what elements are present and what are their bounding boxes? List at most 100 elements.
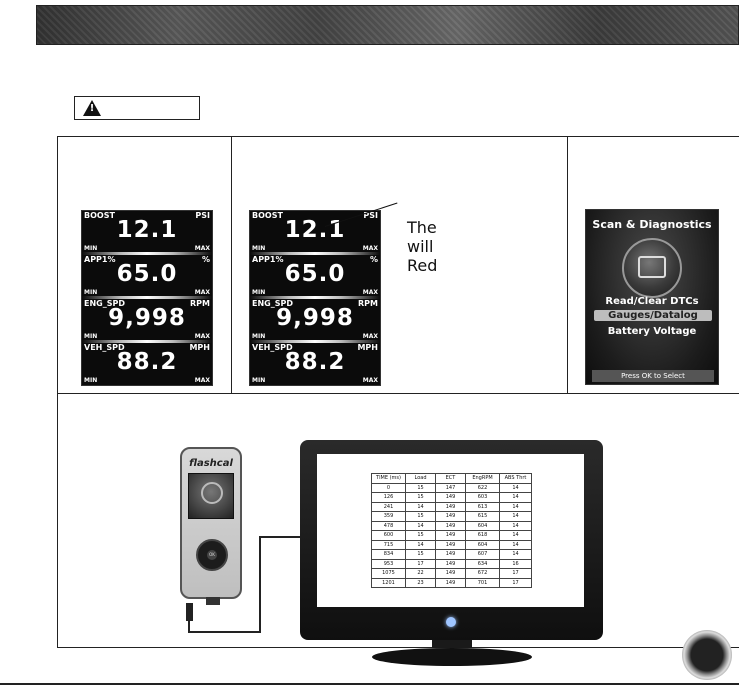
- datalog-cell: 23: [405, 577, 436, 588]
- datalog-cell: 149: [435, 539, 466, 550]
- gauge-app: APP1% % 65.0 MIN MAX: [82, 255, 212, 299]
- gauge-label: APP1%: [84, 255, 116, 264]
- gauge-unit: PSI: [363, 211, 378, 220]
- datalog-cell: 359: [371, 511, 406, 522]
- datalog-cell: 22: [405, 568, 436, 579]
- gauge-min: MIN: [252, 377, 266, 384]
- datalog-cell: 618: [465, 530, 500, 541]
- datalog-cell: 14: [499, 549, 532, 560]
- datalog-cell: 15: [405, 549, 436, 560]
- datalog-cell: 613: [465, 501, 500, 512]
- gauge-value: 65.0: [284, 261, 346, 287]
- gauge-min: MIN: [84, 245, 98, 252]
- gauge-glow: [250, 296, 380, 299]
- datalog-cell: 149: [435, 577, 466, 588]
- monitor-neck: [432, 640, 472, 648]
- gauge-label: VEH_SPD: [252, 343, 293, 352]
- scan-footer-hint: Press OK to Select: [592, 370, 714, 382]
- datalog-cell: 607: [465, 549, 500, 560]
- gauge-glow: [82, 340, 212, 343]
- datalog-cell: 147: [435, 482, 466, 493]
- cable-segment: [259, 536, 301, 538]
- gauge-value: 12.1: [284, 217, 346, 243]
- gauge-label: BOOST: [84, 211, 115, 220]
- warning-label-box: !: [74, 96, 200, 120]
- datalog-cell: 15: [405, 492, 436, 503]
- datalog-header: Load: [405, 473, 436, 484]
- datalog-header: ECT: [435, 473, 466, 484]
- corner-knob-icon: [682, 630, 732, 680]
- gauge-max: MAX: [194, 289, 210, 296]
- datalog-cell: 17: [405, 558, 436, 569]
- gauge-max: MAX: [194, 245, 210, 252]
- datalog-cell: 15: [405, 511, 436, 522]
- datalog-cell: 604: [465, 520, 500, 531]
- gauge-app: APP1% % 65.0 MIN MAX: [250, 255, 380, 299]
- device-dpad[interactable]: OK: [196, 539, 228, 571]
- gauge-glow: [250, 252, 380, 255]
- gauge-max: MAX: [194, 377, 210, 384]
- gauge-value: 9,998: [108, 305, 186, 331]
- datalog-cell: 14: [499, 530, 532, 541]
- header-banner: [36, 5, 739, 45]
- gauge-max: MAX: [194, 333, 210, 340]
- datalog-cell: 14: [499, 520, 532, 531]
- datalog-cell: 634: [465, 558, 500, 569]
- device-emblem-icon: [201, 482, 223, 504]
- datalog-cell: 14: [499, 482, 532, 493]
- grid-divider-2: [567, 136, 568, 393]
- datalog-cell: 14: [499, 511, 532, 522]
- gauge-max: MAX: [362, 289, 378, 296]
- monitor-stand: [372, 648, 532, 666]
- engine-emblem-icon: [622, 238, 682, 298]
- datalog-cell: 149: [435, 520, 466, 531]
- figure-grid: [57, 136, 739, 648]
- gauge-max: MAX: [362, 245, 378, 252]
- menu-item-gauges-datalog[interactable]: Gauges/Datalog: [594, 310, 712, 321]
- gauge-min: MIN: [84, 377, 98, 384]
- gauge-glow: [82, 296, 212, 299]
- datalog-header: EngRPM: [465, 473, 500, 484]
- datalog-cell: 15: [405, 482, 436, 493]
- gauge-label: ENG_SPD: [252, 299, 293, 308]
- gauge-unit: MPH: [189, 343, 210, 352]
- datalog-cell: 14: [405, 520, 436, 531]
- gauge-min: MIN: [84, 289, 98, 296]
- device-screen: [188, 473, 234, 519]
- gauge-value: 65.0: [116, 261, 178, 287]
- scan-diagnostics-screen: Scan & Diagnostics Read/Clear DTCs Gauge…: [585, 209, 719, 385]
- datalog-header: TIME (ms): [371, 473, 406, 484]
- cable-segment: [188, 620, 190, 632]
- datalog-cell: 149: [435, 558, 466, 569]
- grid-divider-row: [57, 393, 739, 394]
- datalog-cell: 241: [371, 501, 406, 512]
- gauge-label: ENG_SPD: [84, 299, 125, 308]
- usb-plug-icon: [186, 603, 193, 621]
- gauge-unit: PSI: [195, 211, 210, 220]
- gauge-boost: BOOST PSI 12.1 MIN MAX: [82, 211, 212, 255]
- gauge-screen-normal: BOOST PSI 12.1 MIN MAX APP1% % 65.0 MIN …: [81, 210, 213, 386]
- gauge-glow: [250, 340, 380, 343]
- gauge-boost: BOOST PSI 12.1 MIN MAX: [250, 211, 380, 255]
- datalog-cell: 149: [435, 568, 466, 579]
- datalog-cell: 672: [465, 568, 500, 579]
- menu-item-read-clear-dtcs[interactable]: Read/Clear DTCs: [605, 296, 699, 307]
- gauge-unit: %: [201, 255, 210, 264]
- device-ok-button[interactable]: OK: [207, 550, 217, 560]
- datalog-cell: 14: [499, 539, 532, 550]
- datalog-cell: 17: [499, 577, 532, 588]
- gauge-value: 88.2: [284, 349, 346, 375]
- gauge-unit: MPH: [357, 343, 378, 352]
- menu-item-battery-voltage[interactable]: Battery Voltage: [607, 326, 697, 337]
- cable-segment: [259, 536, 261, 633]
- footer-rule: [0, 683, 739, 685]
- callout-text: The will Red: [407, 218, 437, 275]
- gauge-screen-warning: BOOST PSI 12.1 MIN MAX APP1% % 65.0 MIN …: [249, 210, 381, 386]
